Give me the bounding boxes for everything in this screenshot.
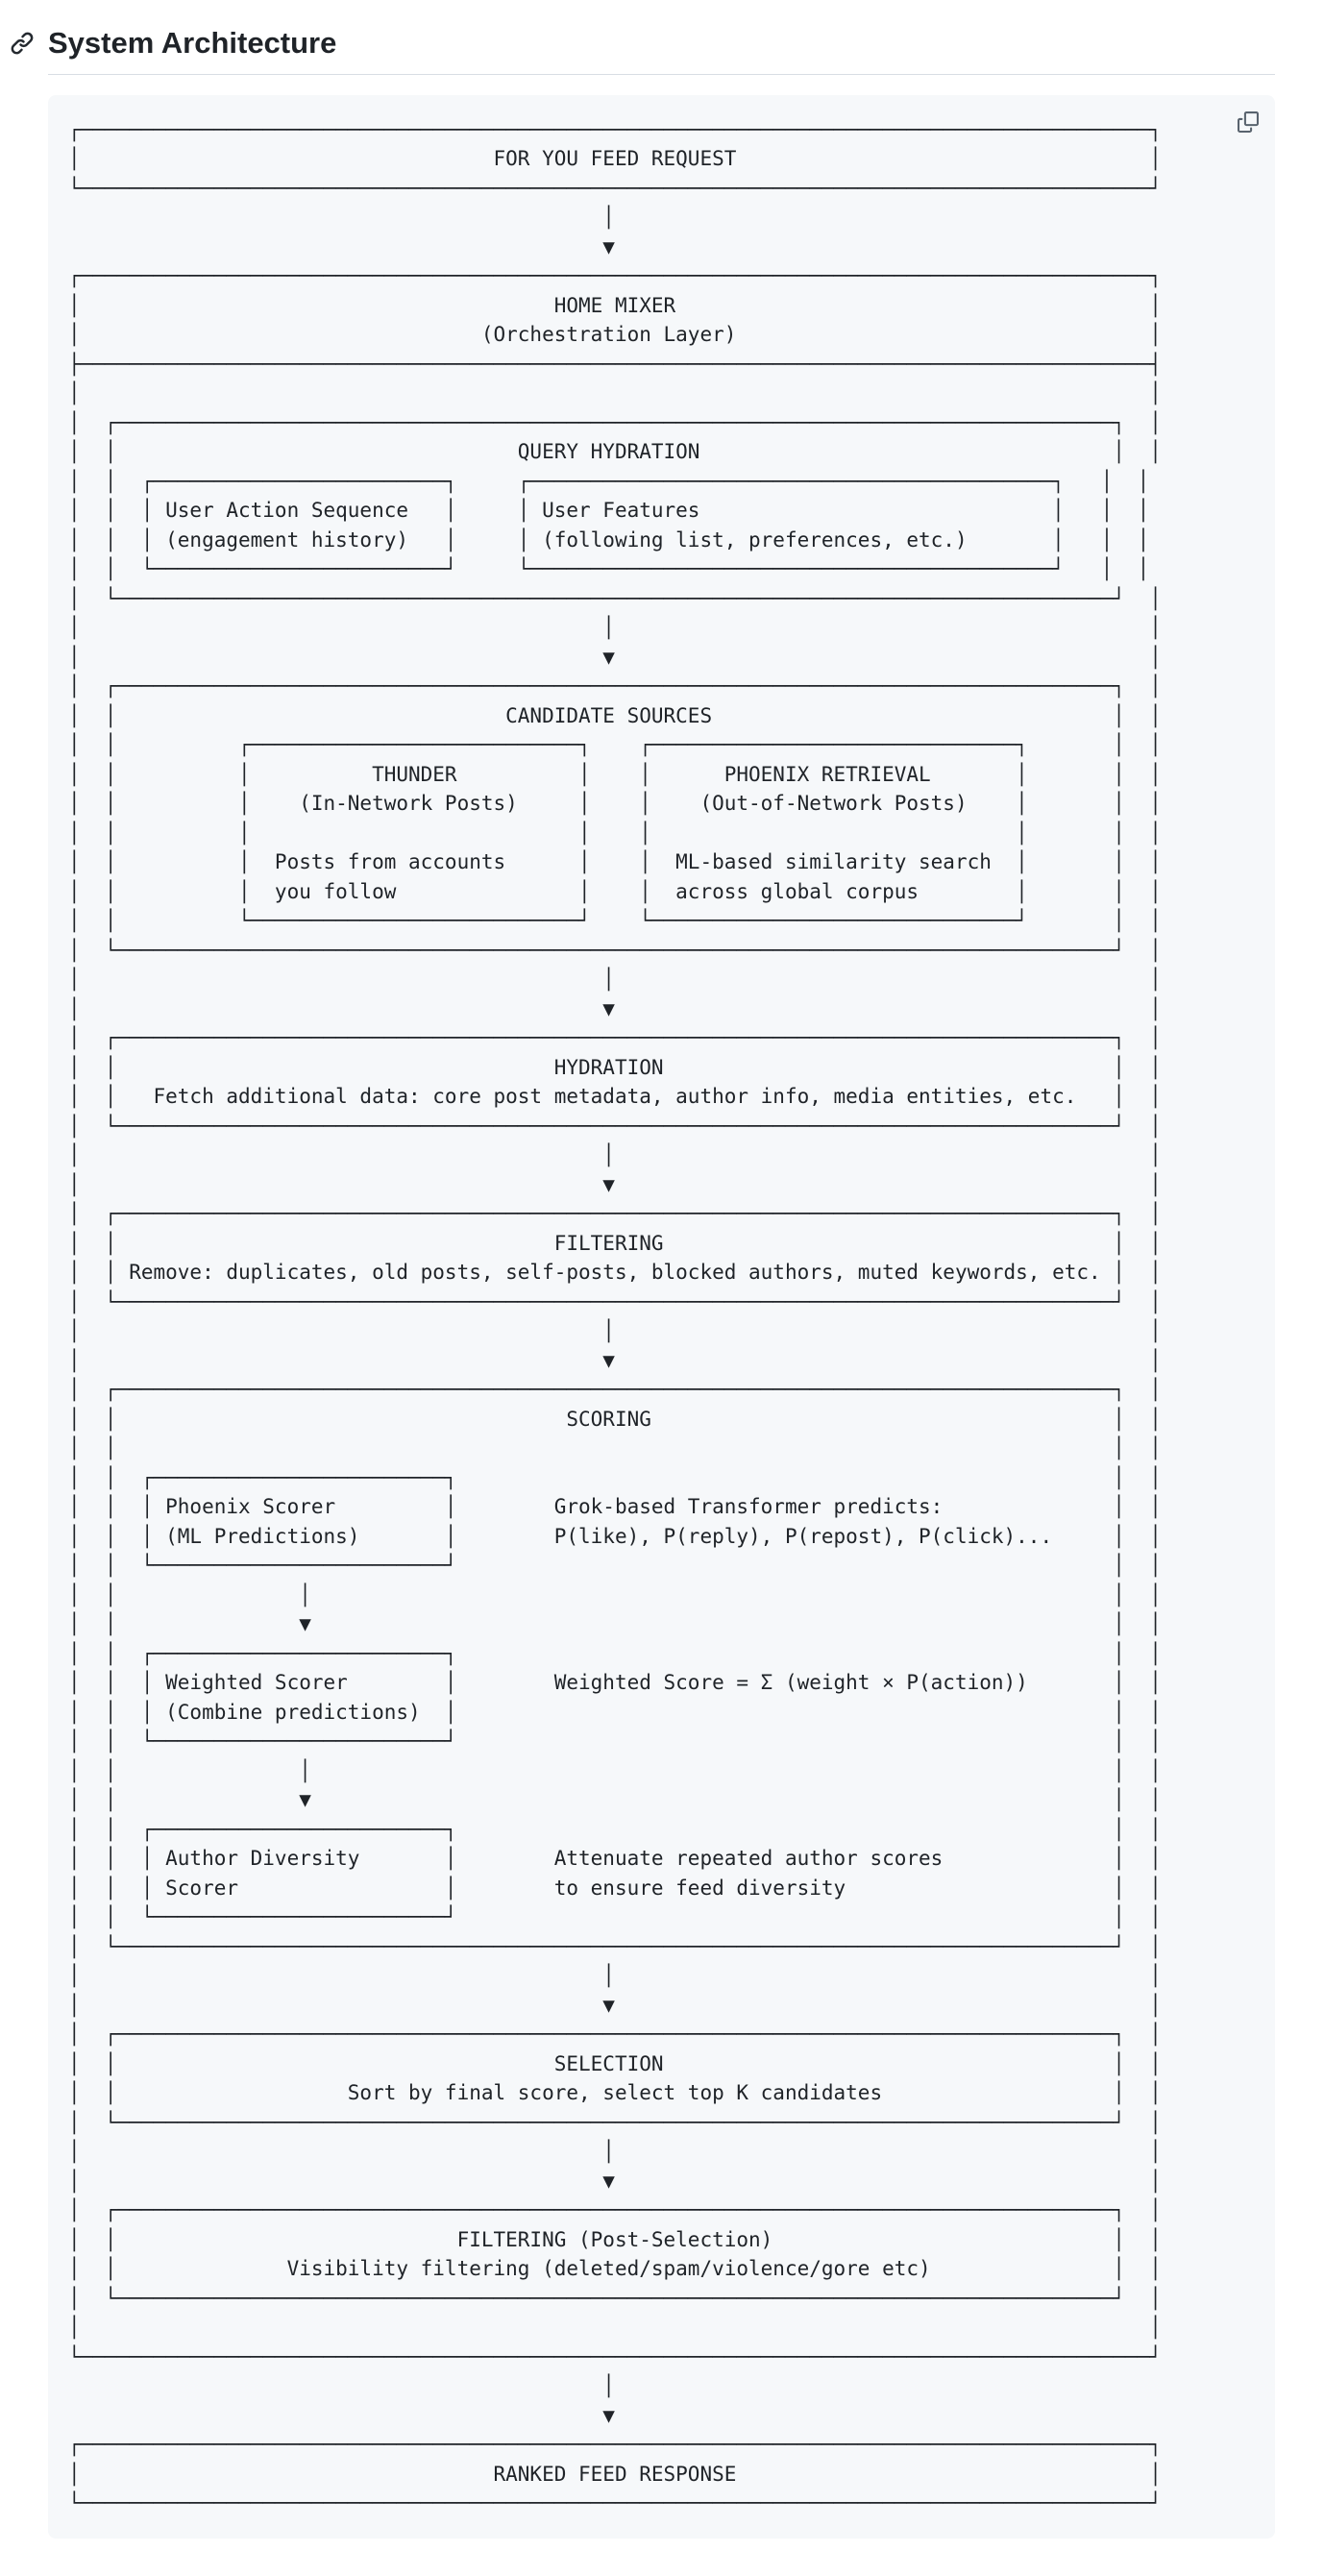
copy-icon: [1238, 110, 1259, 133]
link-icon: [10, 31, 35, 56]
readme-code-block: ┌───────────────────────────────────────…: [48, 94, 1275, 2539]
copy-code-button[interactable]: [1231, 105, 1265, 139]
ascii-architecture-diagram: ┌───────────────────────────────────────…: [68, 117, 1162, 2515]
heading-anchor-link[interactable]: [10, 31, 35, 56]
page-title: System Architecture: [11, 25, 1275, 75]
page-title-text: System Architecture: [48, 26, 337, 60]
